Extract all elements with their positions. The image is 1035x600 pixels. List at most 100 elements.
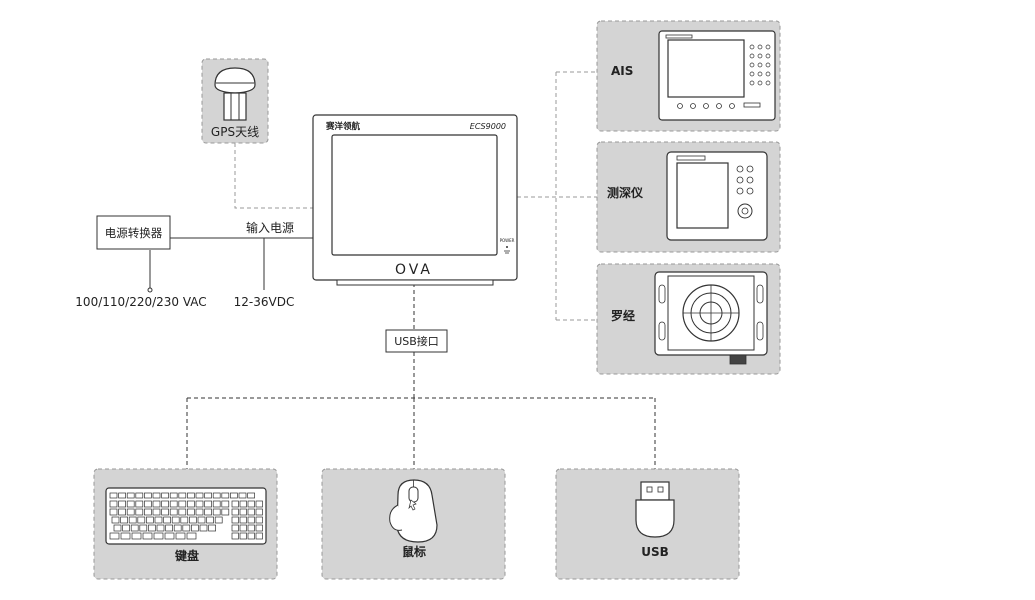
keyboard-numpad-key [247, 524, 255, 532]
power-button-icon [504, 246, 510, 254]
keyboard-numpad-key [239, 524, 247, 532]
keyboard-key [197, 516, 206, 524]
keyboard-key [109, 492, 118, 499]
keyboard-key [212, 500, 221, 508]
keyboard-key [109, 532, 120, 540]
keyboard-key [152, 508, 161, 516]
gps-connection-line [234, 143, 313, 209]
keyboard-key [187, 500, 195, 508]
keyboard-key [135, 508, 144, 516]
power-label: POWER [500, 238, 515, 243]
keyboard-numpad-key [231, 516, 239, 524]
keyboard-key [161, 492, 169, 499]
keyboard-key [230, 492, 238, 499]
mouse-device-box: 鼠标 [321, 468, 506, 580]
keyboard-key [178, 500, 187, 508]
monitor: 赛洋领航 ECS9000 POWER OVA [312, 114, 518, 286]
ais-unit-icon [658, 30, 776, 121]
keyboard-key [126, 492, 135, 499]
keyboard-key [195, 500, 204, 508]
keyboard-key [161, 500, 169, 508]
keyboard-key [186, 532, 197, 540]
keyboard-key [163, 516, 171, 524]
monitor-screen [331, 134, 498, 256]
keyboard-numpad-key [231, 500, 239, 508]
keyboard-numpad-key [247, 516, 255, 524]
keyboard-key [130, 524, 139, 532]
sounder-unit-icon [666, 151, 768, 241]
ais-label: AIS [611, 64, 633, 78]
dc-voltage-label: 12-36VDC [234, 295, 295, 309]
keyboard-key [214, 516, 223, 524]
gps-antenna-box: GPS天线 [201, 58, 269, 144]
keyboard-key [212, 492, 221, 499]
usb-interface-label: USB接口 [394, 335, 439, 348]
keyboard-key [191, 524, 199, 532]
monitor-base [336, 279, 494, 286]
keyboard-icon [105, 487, 267, 545]
keyboard-key [128, 516, 137, 524]
keyboard-key [118, 492, 126, 499]
usb-interface-box: USB接口 [385, 329, 448, 353]
keyboard-key [152, 500, 161, 508]
keyboard-numpad-key [255, 516, 263, 524]
compass-unit-icon [654, 271, 768, 365]
keyboard-key [178, 492, 187, 499]
keyboard-numpad-key [239, 508, 247, 516]
compass-label: 罗经 [611, 308, 635, 323]
keyboard-key [156, 524, 165, 532]
keyboard-numpad-key [255, 524, 263, 532]
keyboard-key [118, 508, 126, 516]
keyboard-key [169, 508, 178, 516]
keyboard-key [208, 524, 216, 532]
keyboard-key [154, 516, 163, 524]
keyboard-numpad-key [239, 500, 247, 508]
keyboard-key [189, 516, 197, 524]
keyboard-key [173, 524, 182, 532]
keyboard-label: 键盘 [174, 548, 199, 563]
keyboard-key [169, 500, 178, 508]
keyboard-key [111, 516, 120, 524]
compass-device-box: 罗经 [596, 263, 781, 375]
usb-label: USB [641, 545, 669, 559]
keyboard-key [122, 524, 130, 532]
keyboard-key [238, 492, 247, 499]
keyboard-key [199, 524, 208, 532]
keyboard-keys [109, 492, 263, 540]
sounder-label: 测深仪 [607, 185, 644, 200]
keyboard-key [204, 500, 212, 508]
keyboard-key [126, 508, 135, 516]
keyboard-key [126, 500, 135, 508]
keyboard-device-box: 键盘 [93, 468, 278, 580]
gps-antenna-icon [214, 67, 256, 121]
keyboard-key [113, 524, 122, 532]
input-power-label: 输入电源 [246, 220, 294, 235]
keyboard-key [180, 516, 189, 524]
keyboard-numpad-key [247, 508, 255, 516]
keyboard-key [206, 516, 214, 524]
keyboard-key [169, 492, 178, 499]
keyboard-numpad-key [255, 500, 263, 508]
keyboard-key [131, 532, 142, 540]
keyboard-key [144, 508, 152, 516]
keyboard-numpad-key [239, 516, 247, 524]
monitor-model: ECS9000 [470, 122, 506, 131]
keyboard-key [221, 508, 230, 516]
keyboard-key [221, 492, 230, 499]
keyboard-key [221, 500, 230, 508]
keyboard-key [148, 524, 156, 532]
keyboard-key [137, 516, 146, 524]
keyboard-key [146, 516, 154, 524]
keyboard-key [120, 532, 131, 540]
mouse-label: 鼠标 [402, 544, 426, 559]
ac-input-terminal [147, 287, 153, 293]
keyboard-key [153, 532, 164, 540]
keyboard-numpad-key [247, 500, 255, 508]
keyboard-numpad-key [255, 532, 263, 540]
keyboard-key [135, 492, 144, 499]
keyboard-key [118, 500, 126, 508]
power-converter-box: 电源转换器 [96, 215, 171, 250]
keyboard-key [204, 492, 212, 499]
keyboard-key [144, 492, 152, 499]
